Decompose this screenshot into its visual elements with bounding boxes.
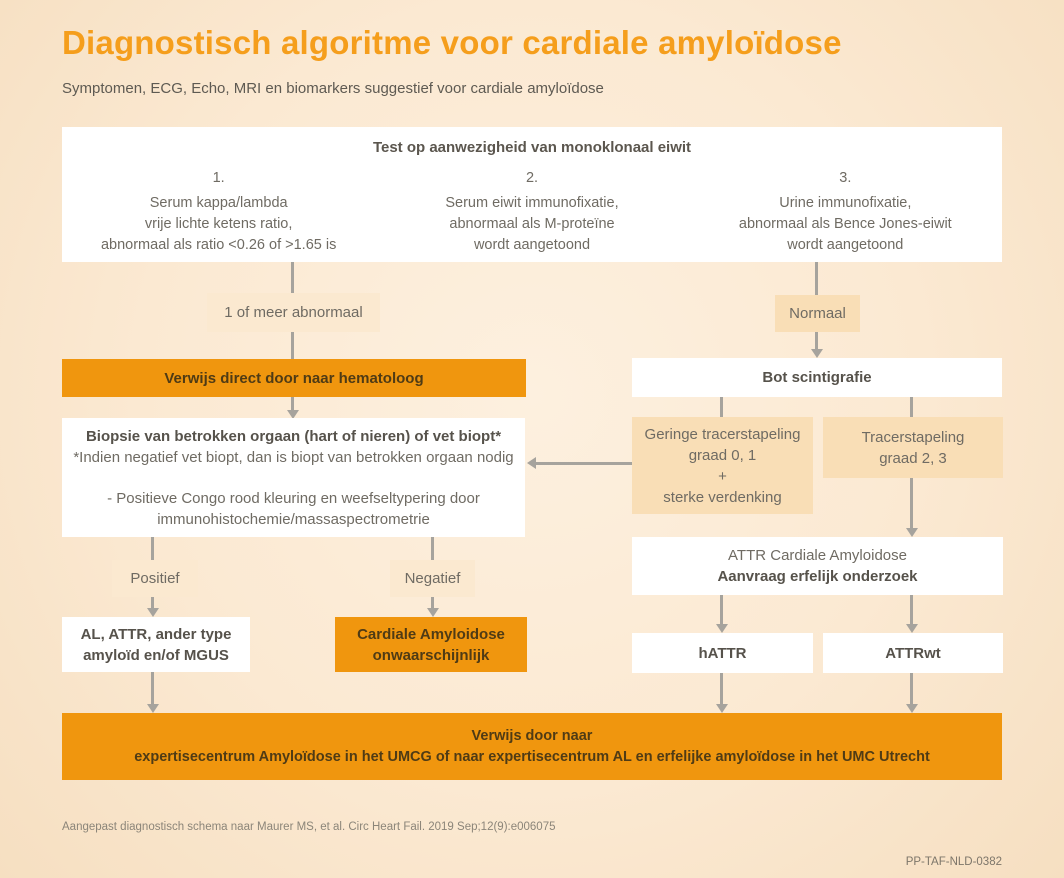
unlikely-line1: Cardiale Amyloidose (357, 625, 505, 643)
test-number: 3. (839, 170, 852, 186)
biopsy-note: *Indien negatief vet biopt, dan is biopt… (73, 448, 514, 466)
test-line: Urine immunofixatie, (779, 195, 912, 211)
document-code: PP-TAF-NLD-0382 (905, 856, 1002, 868)
monoclonal-protein-test-box: Test op aanwezigheid van monoklonaal eiw… (62, 127, 1002, 262)
node-attrwt: ATTRwt (823, 633, 1003, 673)
page-subtitle: Symptomen, ECG, Echo, MRI en biomarkers … (62, 80, 604, 97)
low-tracer-plus: + (718, 467, 727, 485)
test-line: Serum kappa/lambda (149, 195, 288, 211)
refer-hematologist-text: Verwijs direct door naar hematoloog (164, 369, 424, 387)
low-tracer-line1: Geringe tracerstapeling (644, 425, 801, 443)
test-line: abnormaal als Bence Jones-eiwit (738, 216, 952, 232)
al-attr-line1: AL, ATTR, ander type (80, 625, 232, 643)
connector-left-vertical (291, 262, 294, 410)
high-tracer-line2: graad 2, 3 (879, 449, 947, 467)
test-box-header: Test op aanwezigheid van monoklonaal eiw… (372, 139, 692, 156)
positive-text: Positief (130, 570, 180, 587)
node-normal-label: Normaal (775, 295, 860, 332)
biopsy-congo-line1: - Positieve Congo rood kleuring en weefs… (107, 489, 480, 507)
test-line: vrije lichte ketens ratio, (144, 216, 293, 232)
connector-to-hattr (720, 595, 723, 624)
test-line: wordt aangetoond (473, 237, 591, 253)
unlikely-line2: onwaarschijnlijk (372, 646, 490, 664)
connector-to-attrwt (910, 595, 913, 624)
node-positive-label: Positief (112, 560, 198, 597)
test-column-serum-ratio: 1. Serum kappa/lambda vrije lichte keten… (62, 168, 375, 256)
hattr-text: hATTR (698, 644, 747, 662)
low-tracer-line2: graad 0, 1 (688, 446, 757, 464)
arrowhead-lowtracer-to-biopsy (527, 457, 536, 469)
attr-cardiac-line2: Aanvraag erfelijk onderzoek (717, 568, 918, 585)
attrwt-text: ATTRwt (885, 644, 941, 662)
node-refer-hematologist: Verwijs direct door naar hematoloog (62, 359, 526, 397)
node-bone-scintigraphy: Bot scintigrafie (632, 358, 1002, 397)
node-biopsy: Biopsie van betrokken orgaan (hart of ni… (62, 418, 525, 537)
test-line: wordt aangetoond (787, 237, 904, 253)
node-amyloidosis-unlikely: Cardiale Amyloidose onwaarschijnlijk (335, 617, 527, 672)
node-hattr: hATTR (632, 633, 813, 673)
test-line: Serum eiwit immunofixatie, (445, 195, 619, 211)
node-al-attr-mgus: AL, ATTR, ander type amyloïd en/of MGUS (62, 617, 250, 672)
attr-cardiac-line1: ATTR Cardiale Amyloidose (728, 547, 907, 564)
arrowhead-al-to-banner (147, 704, 159, 713)
negative-text: Negatief (404, 570, 461, 587)
arrowhead-attrwt-to-banner (906, 704, 918, 713)
connector-attrwt-to-banner (910, 673, 913, 704)
node-attr-cardiac-amyloidosis: ATTR Cardiale Amyloidose Aanvraag erfeli… (632, 537, 1003, 595)
arrowhead-to-attr-cardiac (906, 528, 918, 537)
arrowhead-hattr-to-banner (716, 704, 728, 713)
test-line: abnormaal als ratio <0.26 of >1.65 is (100, 237, 337, 253)
arrowhead-to-unlikely (427, 608, 439, 617)
test-column-serum-immunofixation: 2. Serum eiwit immunofixatie, abnormaal … (375, 168, 688, 256)
biopsy-title: Biopsie van betrokken orgaan (hart of ni… (85, 427, 502, 445)
connector-lowtracer-to-biopsy (536, 462, 633, 465)
node-low-tracer-uptake: Geringe tracerstapeling graad 0, 1 + ste… (632, 417, 813, 514)
arrowhead-to-al-attr (147, 608, 159, 617)
reference-note: Aangepast diagnostisch schema naar Maure… (62, 821, 556, 833)
node-abnormal-label: 1 of meer abnormaal (207, 293, 380, 332)
arrowhead-to-hattr (716, 624, 728, 633)
arrowhead-to-scintigraphy (811, 349, 823, 358)
test-number: 2. (525, 170, 539, 186)
banner-line2: expertisecentrum Amyloïdose in het UMCG … (134, 748, 930, 765)
banner-line1: Verwijs door naar (471, 727, 593, 744)
node-negative-label: Negatief (390, 560, 475, 597)
page-title: Diagnostisch algoritme voor cardiale amy… (62, 24, 842, 61)
bone-scintigraphy-text: Bot scintigrafie (762, 369, 872, 386)
low-tracer-line4: sterke verdenking (663, 488, 782, 506)
connector-al-to-banner (151, 672, 154, 704)
high-tracer-line1: Tracerstapeling (861, 428, 965, 446)
referral-banner: Verwijs door naar expertisecentrum Amylo… (62, 713, 1002, 780)
al-attr-line2: amyloïd en/of MGUS (83, 646, 229, 664)
node-high-tracer-uptake: Tracerstapeling graad 2, 3 (823, 417, 1003, 478)
test-number: 1. (212, 170, 225, 186)
test-column-urine-immunofixation: 3. Urine immunofixatie, abnormaal als Be… (689, 168, 1002, 256)
arrowhead-to-biopsy (287, 410, 299, 419)
connector-to-low-tracer (720, 397, 723, 417)
node-abnormal-text: 1 of meer abnormaal (224, 304, 363, 321)
connector-hattr-to-banner (720, 673, 723, 704)
biopsy-congo-line2: immunohistochemie/massaspectrometrie (157, 510, 430, 528)
arrowhead-to-attrwt (906, 624, 918, 633)
normal-text: Normaal (789, 305, 846, 322)
test-line: abnormaal als M-proteïne (449, 216, 615, 232)
